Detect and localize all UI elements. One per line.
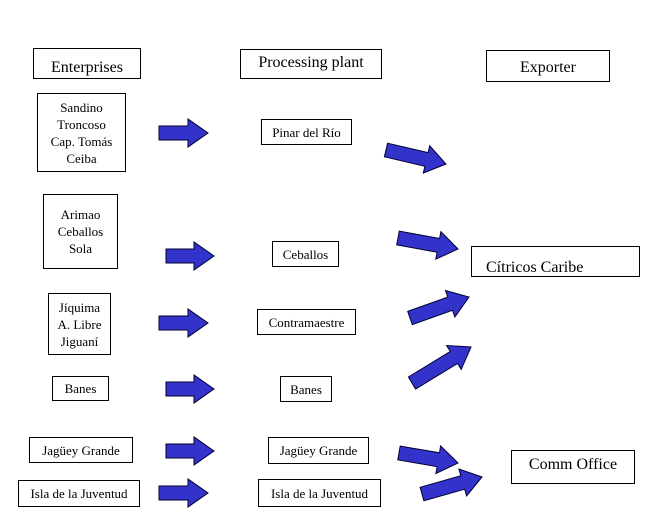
arrow-plant-5-to-exporter: [397, 444, 459, 475]
enterprise-name: Sola: [68, 241, 93, 256]
enterprise-group-4: Banes: [52, 376, 109, 401]
arrow-enterprise-3-to-plant: [158, 308, 209, 338]
arrow-plant-1-to-exporter: [383, 142, 447, 174]
enterprise-name: Ceiba: [66, 150, 97, 166]
header-processing-plant: Processing plant: [240, 49, 382, 79]
arrow-enterprise-4-to-plant: [165, 374, 215, 404]
enterprise-name: Troncoso: [57, 116, 106, 132]
plant-isla-de-la-juventud: Isla de la Juventud: [258, 479, 381, 507]
arrow-plant-6-to-exporter: [419, 468, 483, 502]
enterprise-name: Sandino: [60, 99, 103, 115]
enterprise-name: Arimao: [60, 207, 101, 222]
arrow-plant-2-to-exporter: [396, 230, 459, 261]
enterprise-name: Cap. Tomás: [50, 133, 113, 149]
enterprise-name: Ceballos: [57, 224, 104, 239]
plant-ceballos: Ceballos: [272, 241, 339, 267]
enterprise-group-2: Arimao Ceballos Sola: [43, 194, 118, 269]
plant-contramaestre: Contramaestre: [257, 309, 356, 335]
arrow-enterprise-1-to-plant: [158, 118, 209, 148]
enterprise-name: Jagüey Grande: [42, 442, 120, 458]
enterprise-name: Jiguaní: [60, 333, 99, 349]
plant-pinar-del-rio: Pinar del Río: [261, 119, 352, 145]
enterprise-group-3: Jíquima A. Libre Jiguaní: [48, 293, 111, 355]
enterprise-group-6: Isla de la Juventud: [18, 480, 140, 507]
arrow-plant-4-to-exporter: [407, 344, 472, 390]
exporter-comm-office: Comm Office: [511, 450, 635, 484]
exporter-citricos-caribe: Cítricos Caribe: [471, 246, 640, 277]
arrow-enterprise-5-to-plant: [165, 436, 215, 466]
enterprise-name: A. Libre: [57, 316, 102, 332]
enterprise-group-1: Sandino Troncoso Cap. Tomás Ceiba: [37, 93, 126, 172]
arrow-plant-3-to-exporter: [407, 289, 470, 326]
enterprise-name: Isla de la Juventud: [30, 486, 128, 501]
plant-banes: Banes: [280, 376, 332, 402]
enterprise-name: Jíquima: [58, 299, 101, 315]
header-enterprises: Enterprises: [33, 48, 141, 79]
header-exporter: Exporter: [486, 50, 610, 82]
enterprise-group-5: Jagüey Grande: [29, 437, 133, 463]
enterprise-name: Banes: [64, 381, 97, 396]
arrow-enterprise-2-to-plant: [165, 241, 215, 271]
arrow-enterprise-6-to-plant: [158, 478, 209, 508]
plant-jaguey-grande: Jagüey Grande: [268, 437, 369, 464]
